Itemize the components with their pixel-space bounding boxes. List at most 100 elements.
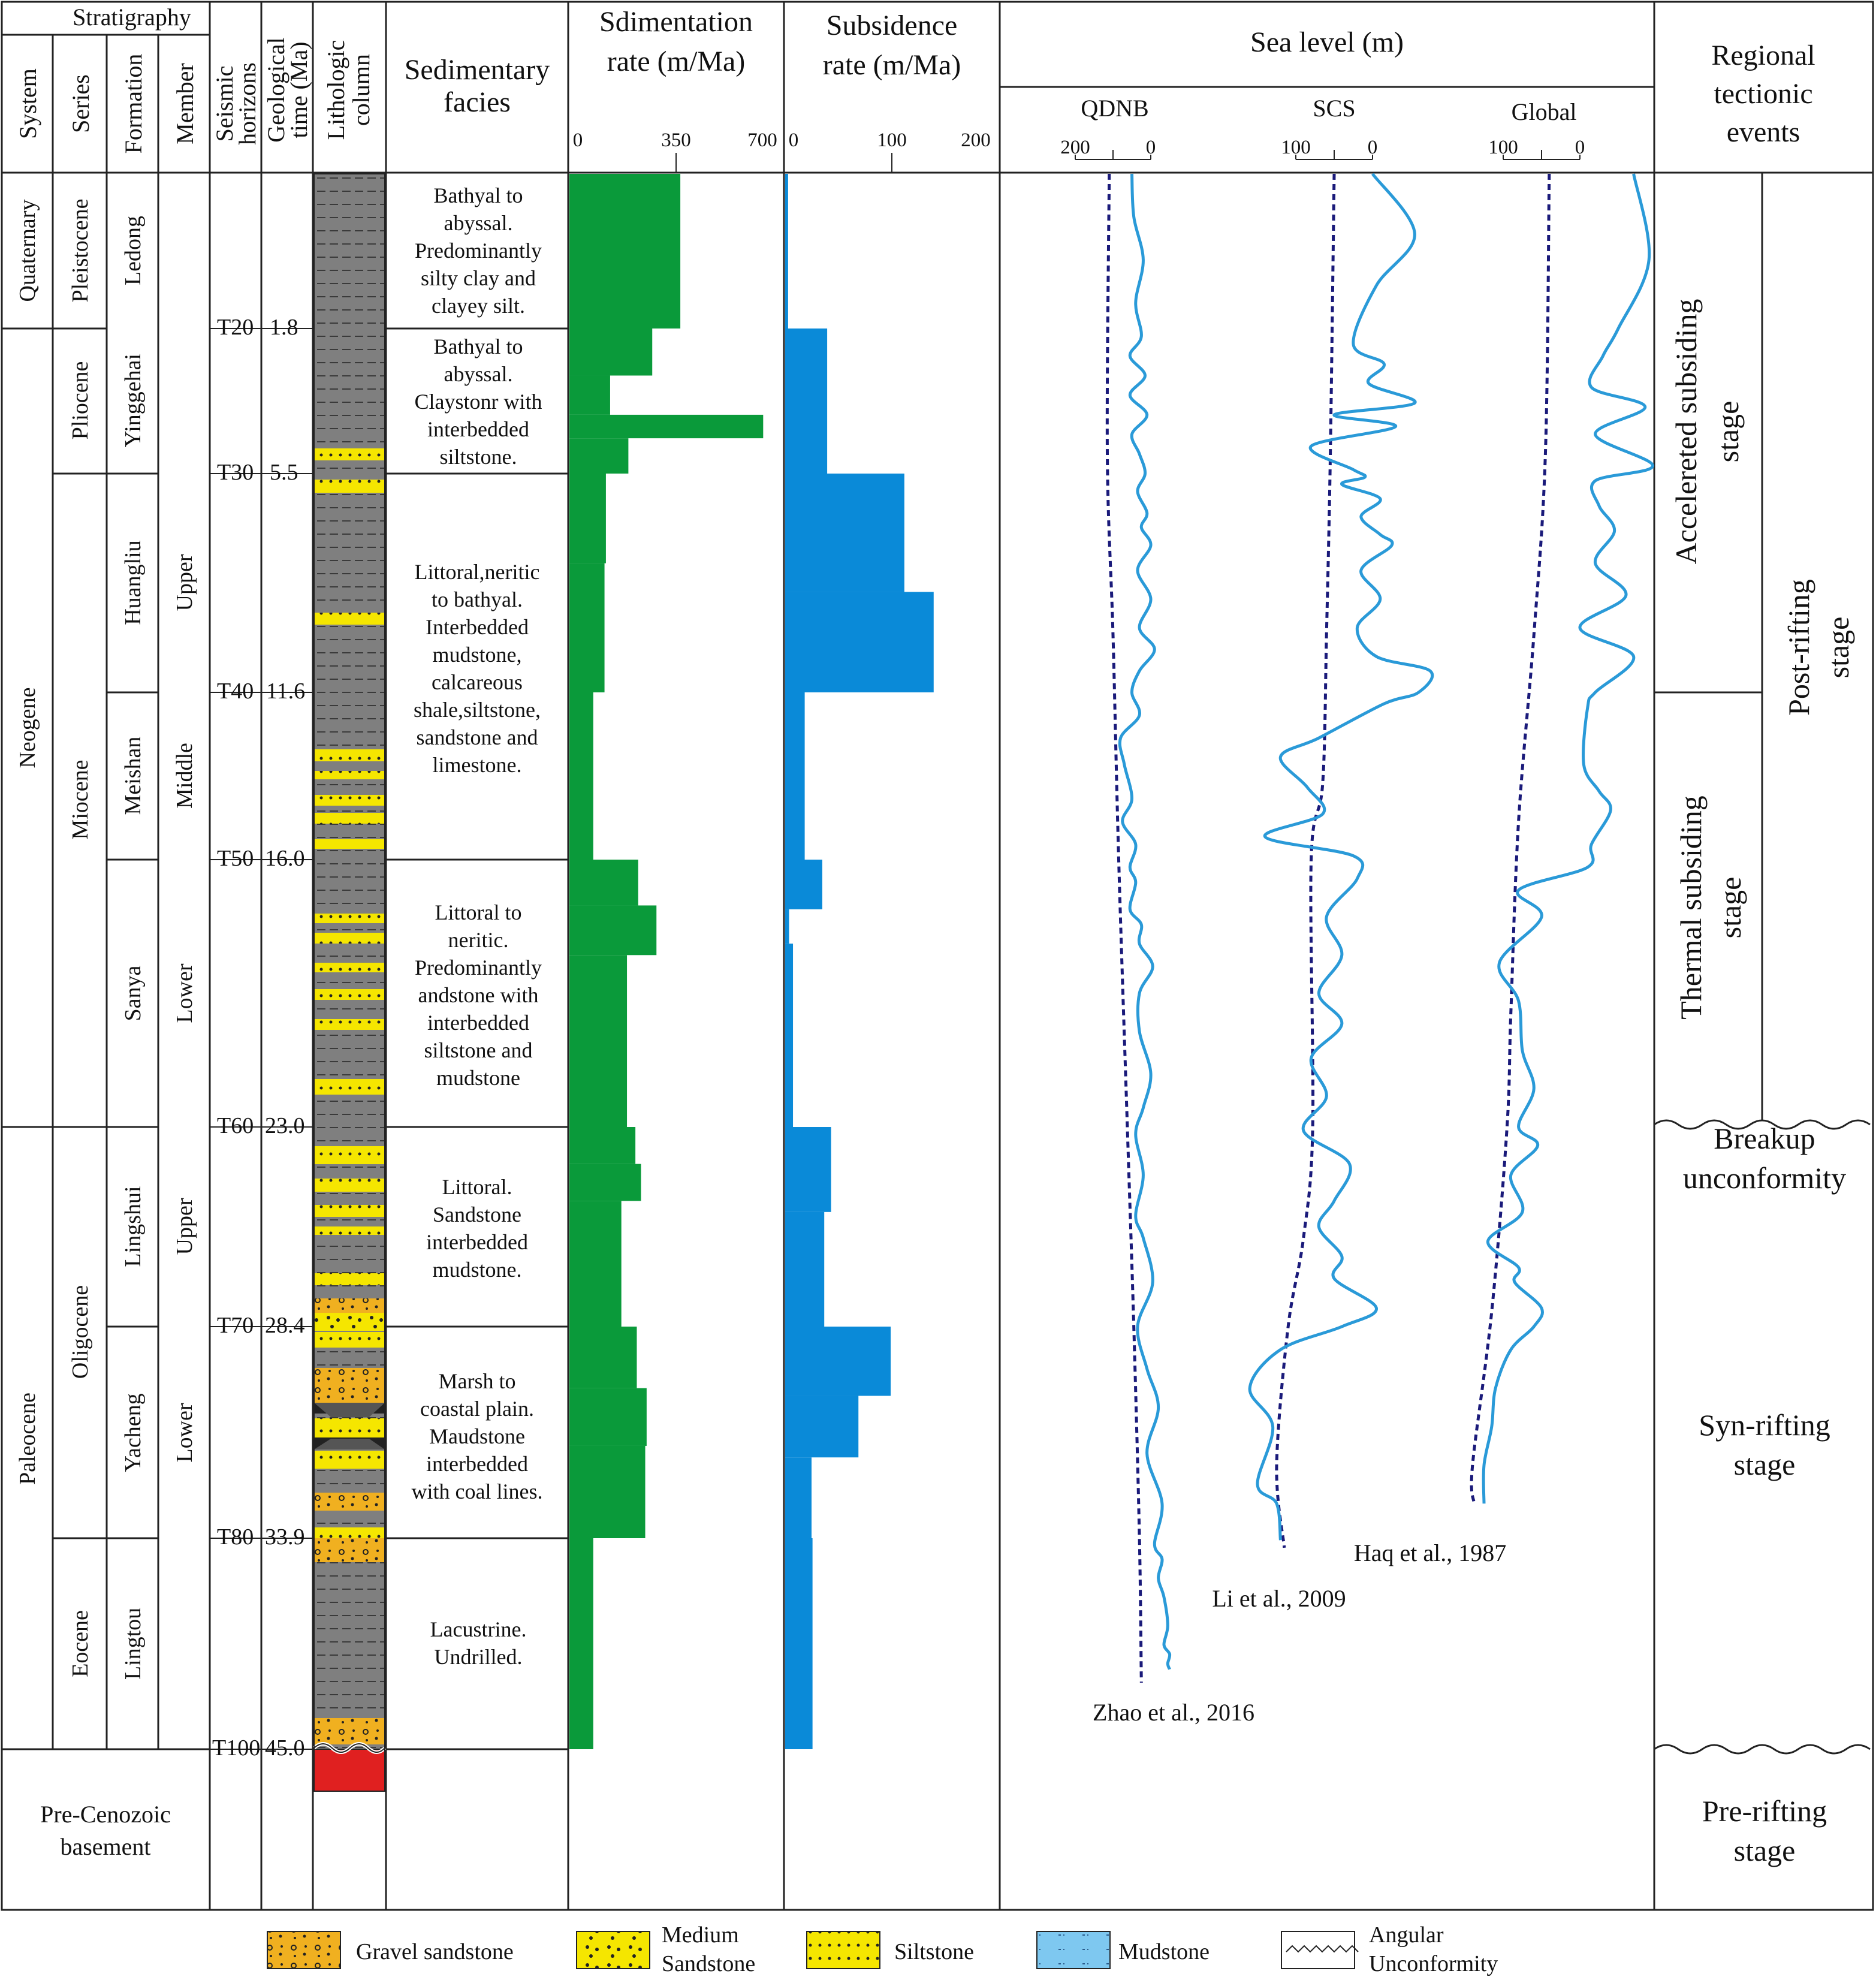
horizon-t60: T60 23.0 xyxy=(210,1113,386,1138)
sedimentation-rate-bars xyxy=(569,174,764,1749)
facies-text: interbedded xyxy=(427,417,529,441)
sed-rate-bar xyxy=(569,438,629,474)
horizon-t40: T40 11.6 xyxy=(210,679,386,704)
events-header-2: tectionic xyxy=(1714,78,1812,110)
sub-rate-bar xyxy=(785,474,904,592)
series-pleistocene: Pleistocene xyxy=(68,198,93,302)
horizon-age: 5.5 xyxy=(270,460,298,485)
scs-dashed-trend-line xyxy=(1275,173,1336,1548)
facies-text: Lacustrine. xyxy=(430,1617,527,1641)
sub-rate-bar xyxy=(785,329,828,474)
horizon-t70: T70 28.4 xyxy=(210,1313,386,1338)
sub-rate-bar xyxy=(785,174,788,329)
facies-header-2: facies xyxy=(444,86,511,118)
formation-ledong: Ledong xyxy=(120,216,146,285)
formation-yacheng: Yacheng xyxy=(120,1393,146,1472)
facies-text: Marsh to xyxy=(439,1369,516,1393)
legend-label: Mudstone xyxy=(1118,1939,1210,1964)
facies-text: Littoral,neritic xyxy=(415,560,540,584)
litho-header-2: column xyxy=(348,54,375,126)
lithologic-column xyxy=(312,173,387,1792)
stratigraphy-units: Quaternary Neogene Paleocene Pre-Cenozoi… xyxy=(15,198,197,1860)
table-grid xyxy=(1,1,1874,1911)
legend-medium: Medium Sandstone xyxy=(576,1922,755,1976)
event-accelerated-2: stage xyxy=(1711,401,1745,463)
facies-text: andstone with xyxy=(418,983,539,1007)
facies-text: Predominantly xyxy=(415,956,542,980)
event-synrift-2: stage xyxy=(1734,1448,1796,1481)
legend-label: Gravel sandstone xyxy=(356,1939,514,1964)
sed-rate-bar xyxy=(569,692,593,860)
sed-rate-bar xyxy=(569,1164,641,1201)
global-dashed-trend-line xyxy=(1470,173,1551,1504)
sub-rate-bar xyxy=(785,944,794,1127)
qdnb-source-label: Zhao et al., 2016 xyxy=(1093,1699,1254,1726)
geotime-header-2: time (Ma) xyxy=(285,41,312,138)
sed-rate-bar xyxy=(569,1538,593,1749)
sed-rate-bar xyxy=(569,414,764,439)
sed-rate-bar xyxy=(569,174,681,329)
legend-label: Angular xyxy=(1369,1922,1444,1948)
header: Stratigraphy System Series Formation Mem… xyxy=(14,4,1815,153)
facies-text: abyssal. xyxy=(444,211,513,235)
series-header: Series xyxy=(67,74,94,133)
sed-rate-bar xyxy=(569,955,628,1127)
system-quaternary: Quaternary xyxy=(15,200,40,302)
series-miocene: Miocene xyxy=(68,760,93,840)
facies-text: limestone. xyxy=(433,753,522,777)
event-thermal-2: stage xyxy=(1714,877,1747,939)
facies-text: Maudstone xyxy=(429,1424,525,1448)
legend-label: Medium xyxy=(662,1922,739,1948)
events-header-1: Regional xyxy=(1711,40,1815,71)
qdnb-dashed-trend-line xyxy=(1105,173,1143,1683)
sed-rate-bar xyxy=(569,1127,636,1164)
sub-rate-bar xyxy=(785,1127,831,1212)
formation-lingtou: Lingtou xyxy=(120,1608,146,1680)
horizon-age: 33.9 xyxy=(265,1524,305,1550)
member-upper-1: Upper xyxy=(172,554,197,611)
horizon-age: 28.4 xyxy=(265,1313,305,1338)
qdnb-tick-0: 0 xyxy=(1146,137,1156,158)
sub-rate-bar xyxy=(785,1396,859,1458)
sed-rate-bar xyxy=(569,474,606,563)
facies-header-1: Sedimentary xyxy=(405,54,550,86)
tectonic-events: Accelereted subsiding stage Thermal subs… xyxy=(1669,299,1855,1867)
formation-lingshui: Lingshui xyxy=(120,1186,146,1267)
horizon-age: 1.8 xyxy=(270,315,298,340)
sub-rate-header-2: rate (m/Ma) xyxy=(823,49,961,81)
facies-text: siltstone. xyxy=(439,445,517,469)
legend-angular-unconformity: Angular Unconformity xyxy=(1281,1922,1498,1976)
sub-rate-bar xyxy=(785,1538,813,1749)
sub-tick-0: 0 xyxy=(789,129,799,151)
formation-yinggehai: Yinggehai xyxy=(120,354,146,447)
facies-text: Claystonr with xyxy=(415,390,542,414)
sed-rate-bar xyxy=(569,860,638,906)
legend-gravel: Gravel sandstone xyxy=(267,1931,514,1969)
facies-4: Littoral to neritic. Predominantly andst… xyxy=(415,900,542,1090)
facies-text: mudstone, xyxy=(433,643,522,667)
scs-sea-level-curve xyxy=(1248,173,1434,1541)
formation-sanya: Sanya xyxy=(120,965,146,1021)
event-synrift-1: Syn-rifting xyxy=(1699,1408,1830,1442)
global-source-label: Haq et al., 1987 xyxy=(1354,1539,1506,1566)
system-neogene: Neogene xyxy=(15,687,40,768)
horizon-name: T50 xyxy=(217,846,254,871)
sub-rate-bar xyxy=(785,909,789,944)
formation-meishan: Meishan xyxy=(120,737,146,815)
geotime-header-1: Geological xyxy=(263,37,289,143)
event-postrift-1: Post-rifting xyxy=(1782,579,1815,716)
sed-rate-bar xyxy=(569,329,653,376)
facies-text: to bathyal. xyxy=(432,587,523,611)
facies-text: neritic. xyxy=(448,928,509,952)
series-pliocene: Pliocene xyxy=(68,361,93,440)
facies-text: Predominantly xyxy=(415,239,542,263)
event-prerift-1: Pre-rifting xyxy=(1702,1794,1827,1828)
facies-text: coastal plain. xyxy=(420,1397,534,1421)
horizon-name: T100 xyxy=(212,1735,260,1761)
horizon-name: T40 xyxy=(217,679,254,704)
horizon-labels: T20 1.8 T30 5.5 T40 11.6 T50 16.0 T60 23… xyxy=(210,315,386,1761)
horizon-age: 11.6 xyxy=(266,679,305,704)
series-oligocene: Oligocene xyxy=(68,1285,93,1379)
facies-text: Interbedded xyxy=(426,615,529,639)
sub-rate-bar xyxy=(785,860,822,909)
